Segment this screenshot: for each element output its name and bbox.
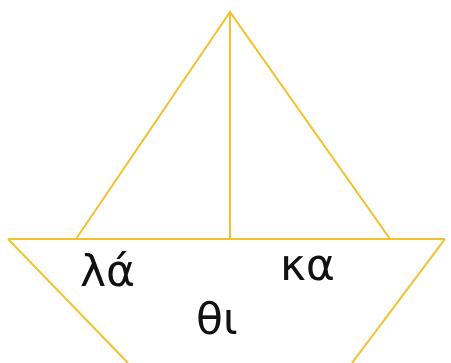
syllable-thi: θι bbox=[196, 294, 238, 345]
hull-left-side bbox=[7, 238, 129, 363]
sail-outline bbox=[75, 10, 391, 240]
syllable-la: λά bbox=[80, 246, 136, 297]
hull-right-side bbox=[351, 238, 446, 363]
syllable-ka: κα bbox=[280, 240, 335, 291]
